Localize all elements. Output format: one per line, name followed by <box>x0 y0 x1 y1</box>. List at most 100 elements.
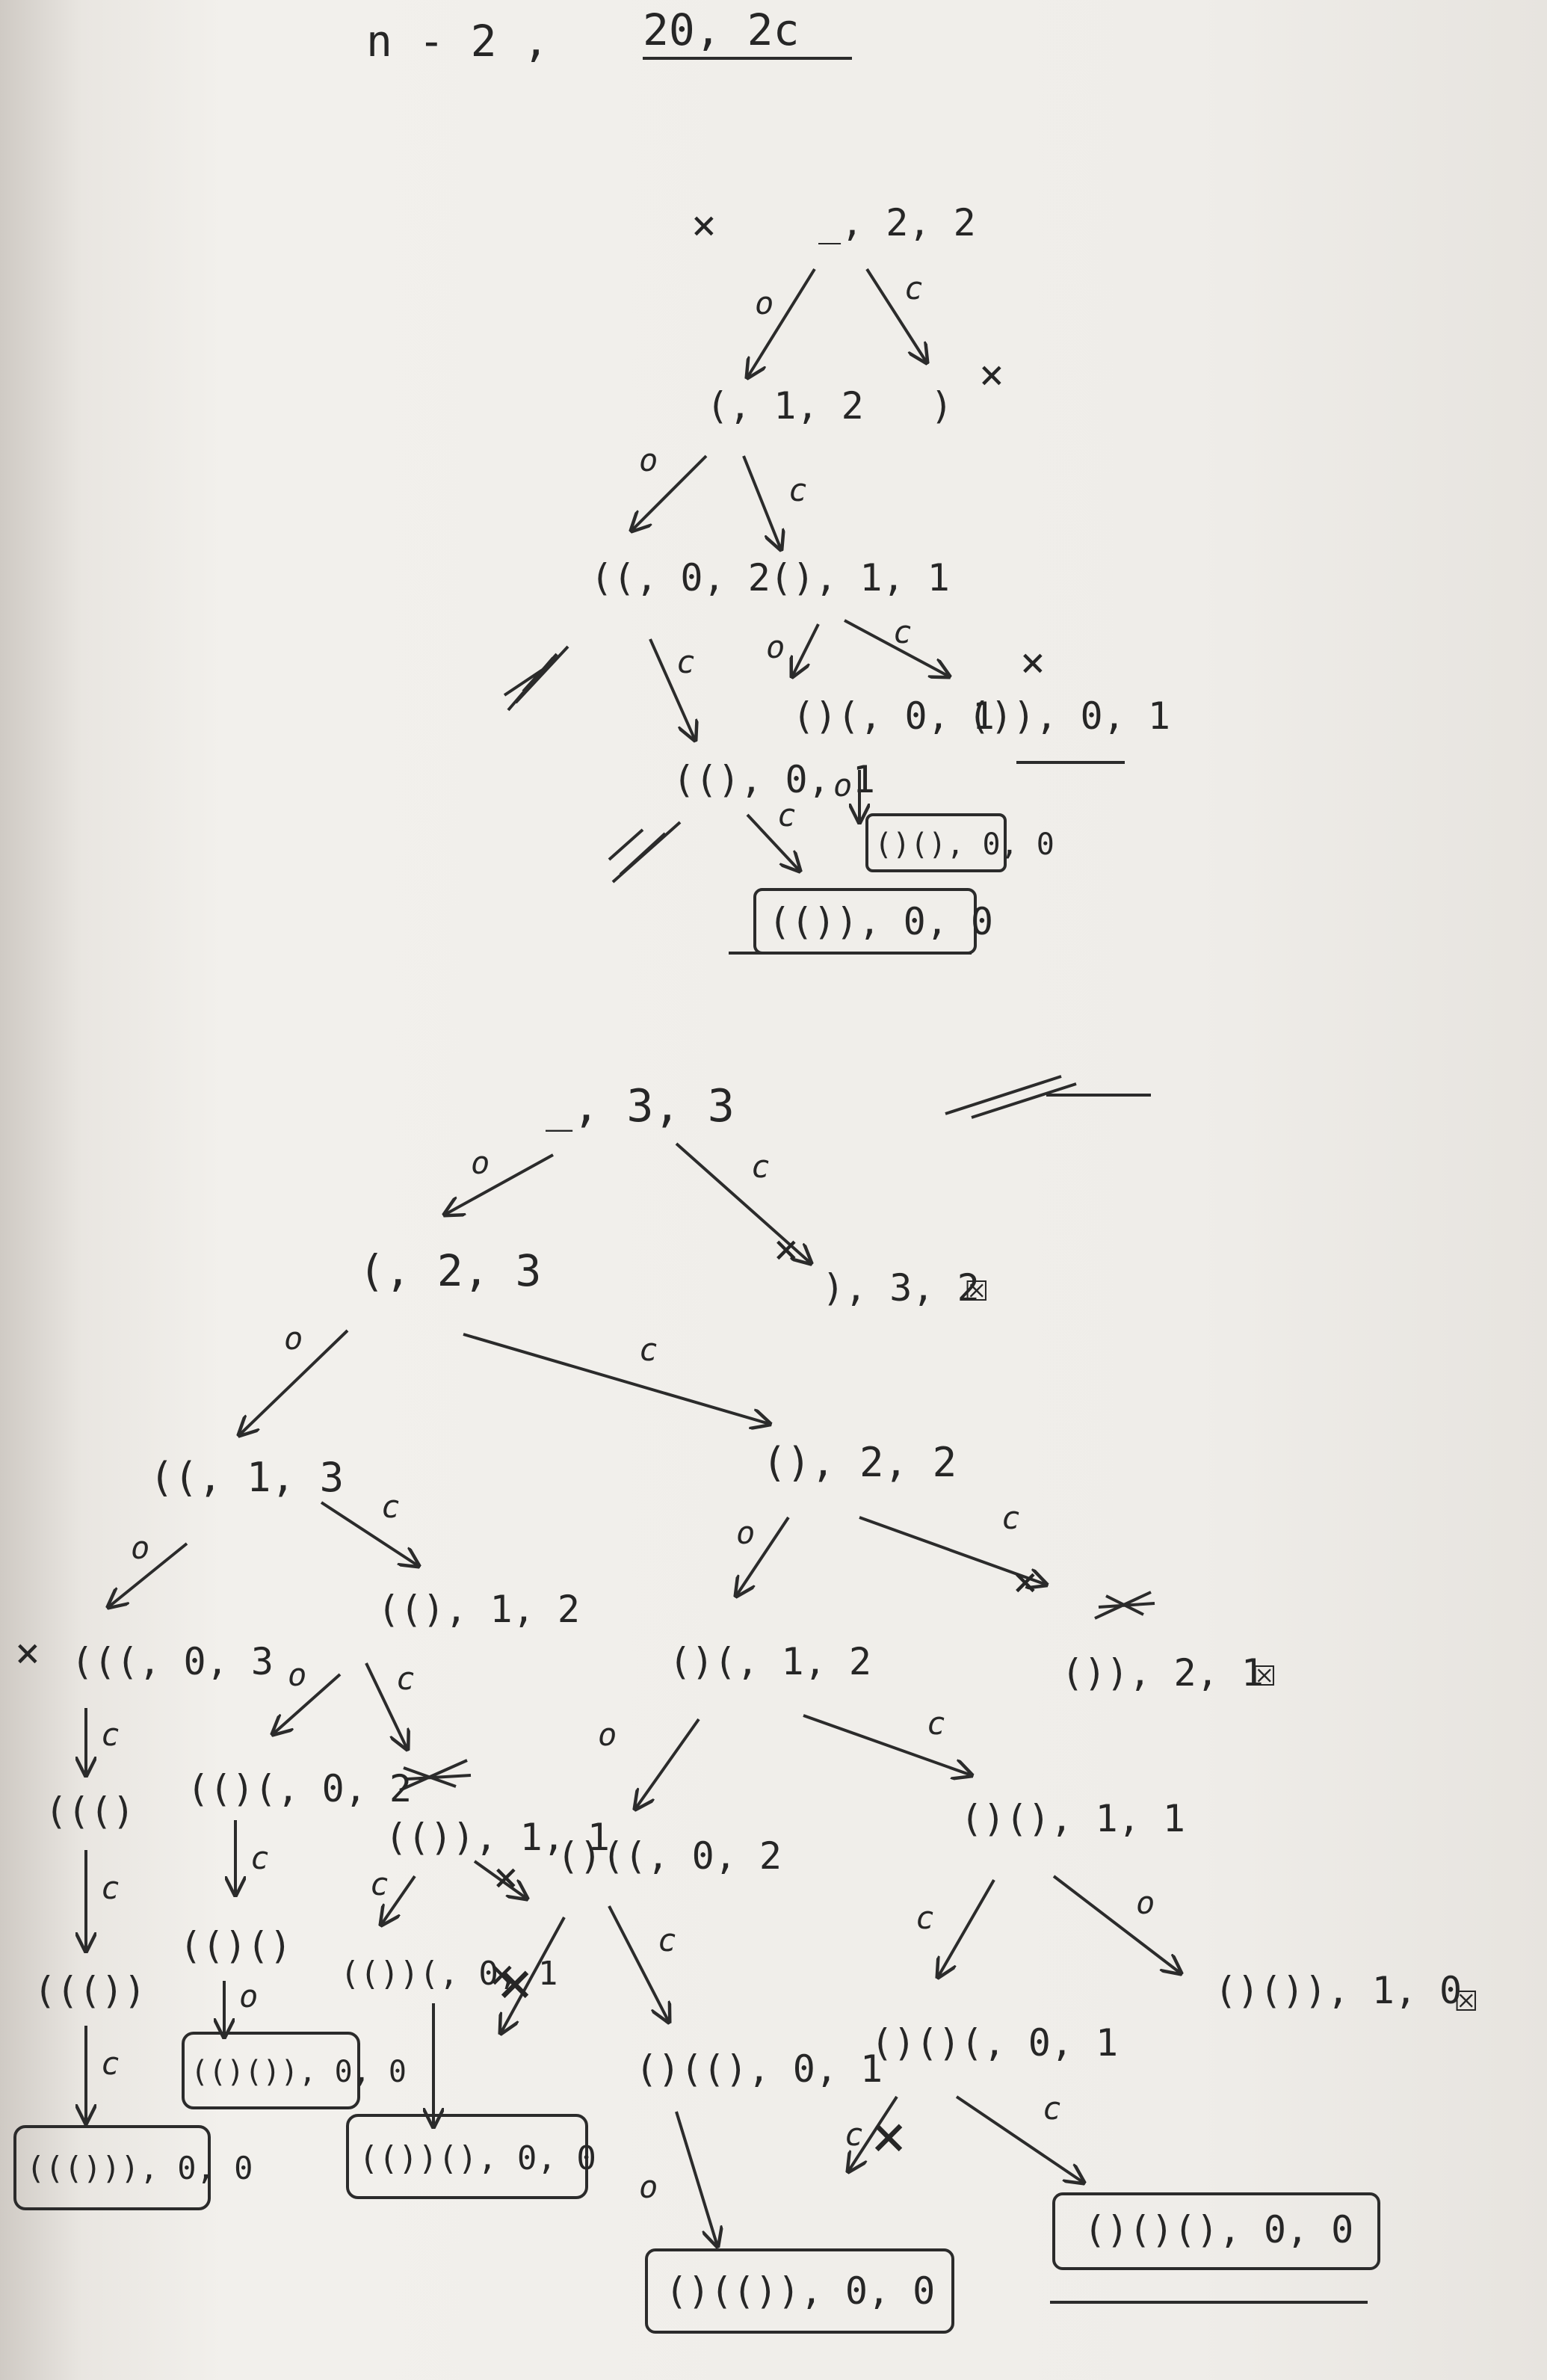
edge-label: c <box>1043 2090 1061 2127</box>
edge-label: o <box>284 1320 303 1357</box>
tree-b-leaf-4: ()(()), 0, 0 <box>665 2269 935 2313</box>
tree-b-node-oco: ()(, 1, 2 <box>669 1640 871 1683</box>
edge-b <box>859 1516 1046 1585</box>
invalid-star-mark: × <box>979 351 1004 399</box>
edge-label: o <box>1136 1884 1155 1921</box>
tree-b-root: _, 3, 3 <box>546 1080 735 1132</box>
edge-b <box>239 1329 349 1435</box>
dead-end-icon: ☒ <box>964 1263 989 1311</box>
edge-label: c <box>893 614 912 650</box>
crossed-circle-icon: × <box>691 201 717 250</box>
crossed-edge-mark: × <box>497 1948 533 2017</box>
tree-b-node-o: (, 2, 3 <box>359 1245 541 1296</box>
edge-label: c <box>639 1331 658 1368</box>
tree-a-node-oc: (), 1, 1 <box>770 556 950 599</box>
tree-b-node-occ: ()), 2, 1 <box>1061 1651 1264 1695</box>
tree-a-node-c: ) <box>930 384 953 428</box>
edge-b <box>955 2095 1084 2183</box>
tree-b-node-oo: ((, 1, 3 <box>149 1454 344 1501</box>
edge-a <box>792 623 820 676</box>
tree-b-node-oocco: (())(, 0, 1 <box>340 1955 558 1993</box>
crossed-edge-mark: × <box>493 1853 519 1902</box>
tree-b-node-ocoo: ()((, 0, 2 <box>557 1834 782 1878</box>
edge-b <box>463 1333 770 1424</box>
edge-label: o <box>239 1978 258 2014</box>
tree-b-node-oooc2: ((()) <box>34 1969 146 2012</box>
edge-label: c <box>101 1869 120 1906</box>
edge-b <box>108 1542 188 1607</box>
edge-b <box>473 1860 527 1899</box>
crossed-edge-mark: × <box>871 2101 907 2171</box>
scribble-crossed-branch <box>608 821 682 884</box>
result-box <box>182 2032 360 2109</box>
edge-label: c <box>101 1716 120 1753</box>
header-counts: 20, 2c <box>643 4 800 55</box>
tree-b-node-ooc: ((), 1, 2 <box>377 1588 580 1631</box>
edge-label: c <box>370 1866 389 1902</box>
result-box <box>865 813 1007 872</box>
edge-label: c <box>381 1488 400 1525</box>
edge-label: o <box>755 285 774 321</box>
dead-end-icon: ☒ <box>1252 1647 1277 1696</box>
edge-label: o <box>471 1144 490 1181</box>
tree-b-leaf-2: (()()), 0, 0 <box>191 2055 407 2089</box>
edge-a-root-o <box>747 268 816 377</box>
invalid-star-mark: × <box>1020 638 1046 687</box>
header-n: n - 2 , <box>366 16 549 67</box>
tree-b-node-oocc: (()), 1, 1 <box>385 1816 610 1859</box>
edge-b <box>320 1501 419 1566</box>
edge-label: c <box>1001 1499 1020 1536</box>
tree-b-node-ococ: ()(), 1, 1 <box>960 1797 1185 1840</box>
edge-label: o <box>833 767 852 804</box>
edge-label: c <box>788 472 807 508</box>
result-box <box>346 2114 588 2199</box>
tree-b-node-oooc: ((() <box>45 1789 135 1833</box>
crossed-edge-mark: × <box>774 1225 799 1274</box>
edge-a <box>844 619 949 676</box>
edge-label: c <box>844 2116 863 2153</box>
tree-b-node-c: ), 3, 2 <box>822 1266 980 1310</box>
edge-b <box>1052 1875 1181 1973</box>
edge-b <box>803 1714 972 1775</box>
tree-a-node-oco: ()(, 0, 1 <box>792 694 995 738</box>
edge-a <box>746 813 800 871</box>
edge-label: o <box>598 1716 617 1753</box>
tree-b-node-ocooc: ()((), 0, 1 <box>635 2047 883 2091</box>
edge-label: c <box>927 1705 945 1742</box>
edge-b <box>848 2095 898 2171</box>
edge-label: o <box>639 2168 658 2205</box>
edge-label: c <box>751 1148 770 1185</box>
edge-b <box>608 1905 669 2022</box>
tree-a-node-occ: ()), 0, 1 <box>968 694 1170 738</box>
tree-b-leaf-3: (())(), 0, 0 <box>359 2139 596 2177</box>
edge-b <box>938 1879 995 1977</box>
crossed-edge-mark: × <box>1013 1558 1038 1606</box>
scribble-crossed-text <box>945 1075 1077 1119</box>
edge-a-root-c <box>865 268 927 363</box>
tree-b-node-ooco: (()(, 0, 2 <box>187 1767 412 1810</box>
edge-b <box>635 1718 700 1809</box>
edge-b <box>273 1673 342 1734</box>
edge-label: o <box>736 1514 755 1551</box>
edge-b <box>736 1516 790 1596</box>
edge-b <box>501 1917 566 2033</box>
tree-b: _, 3, 3 o c × ), 3, 2 ☒ (, 2, 3 o c ((, … <box>13 1075 1479 2334</box>
scribble-crossed-text <box>399 1759 472 1792</box>
tree-a-leaf-1: (()), 0, 0 <box>768 900 993 943</box>
tree-a-root: _, 2, 2 <box>818 201 976 244</box>
edge-b-root-c <box>675 1142 811 1263</box>
edge-a <box>649 638 695 740</box>
tree-b-node-oc: (), 2, 2 <box>762 1439 957 1486</box>
tree-a: _, 2, 2 × o c (, 1, 2 ) × o c ((, 0, 2 (… <box>503 201 1170 955</box>
edge-b <box>675 2111 717 2246</box>
crossed-circle-icon: × <box>15 1629 40 1677</box>
edge-b <box>381 1875 416 1925</box>
edge-label: c <box>250 1840 269 1876</box>
edge-b <box>365 1662 407 1749</box>
tree-a-node-o: (, 1, 2 <box>706 384 864 428</box>
edge-label: c <box>396 1660 415 1697</box>
tree-b-leaf-5: ()()(), 0, 0 <box>1084 2208 1353 2251</box>
edge-a <box>632 454 708 531</box>
edge-label: c <box>658 1922 676 1958</box>
